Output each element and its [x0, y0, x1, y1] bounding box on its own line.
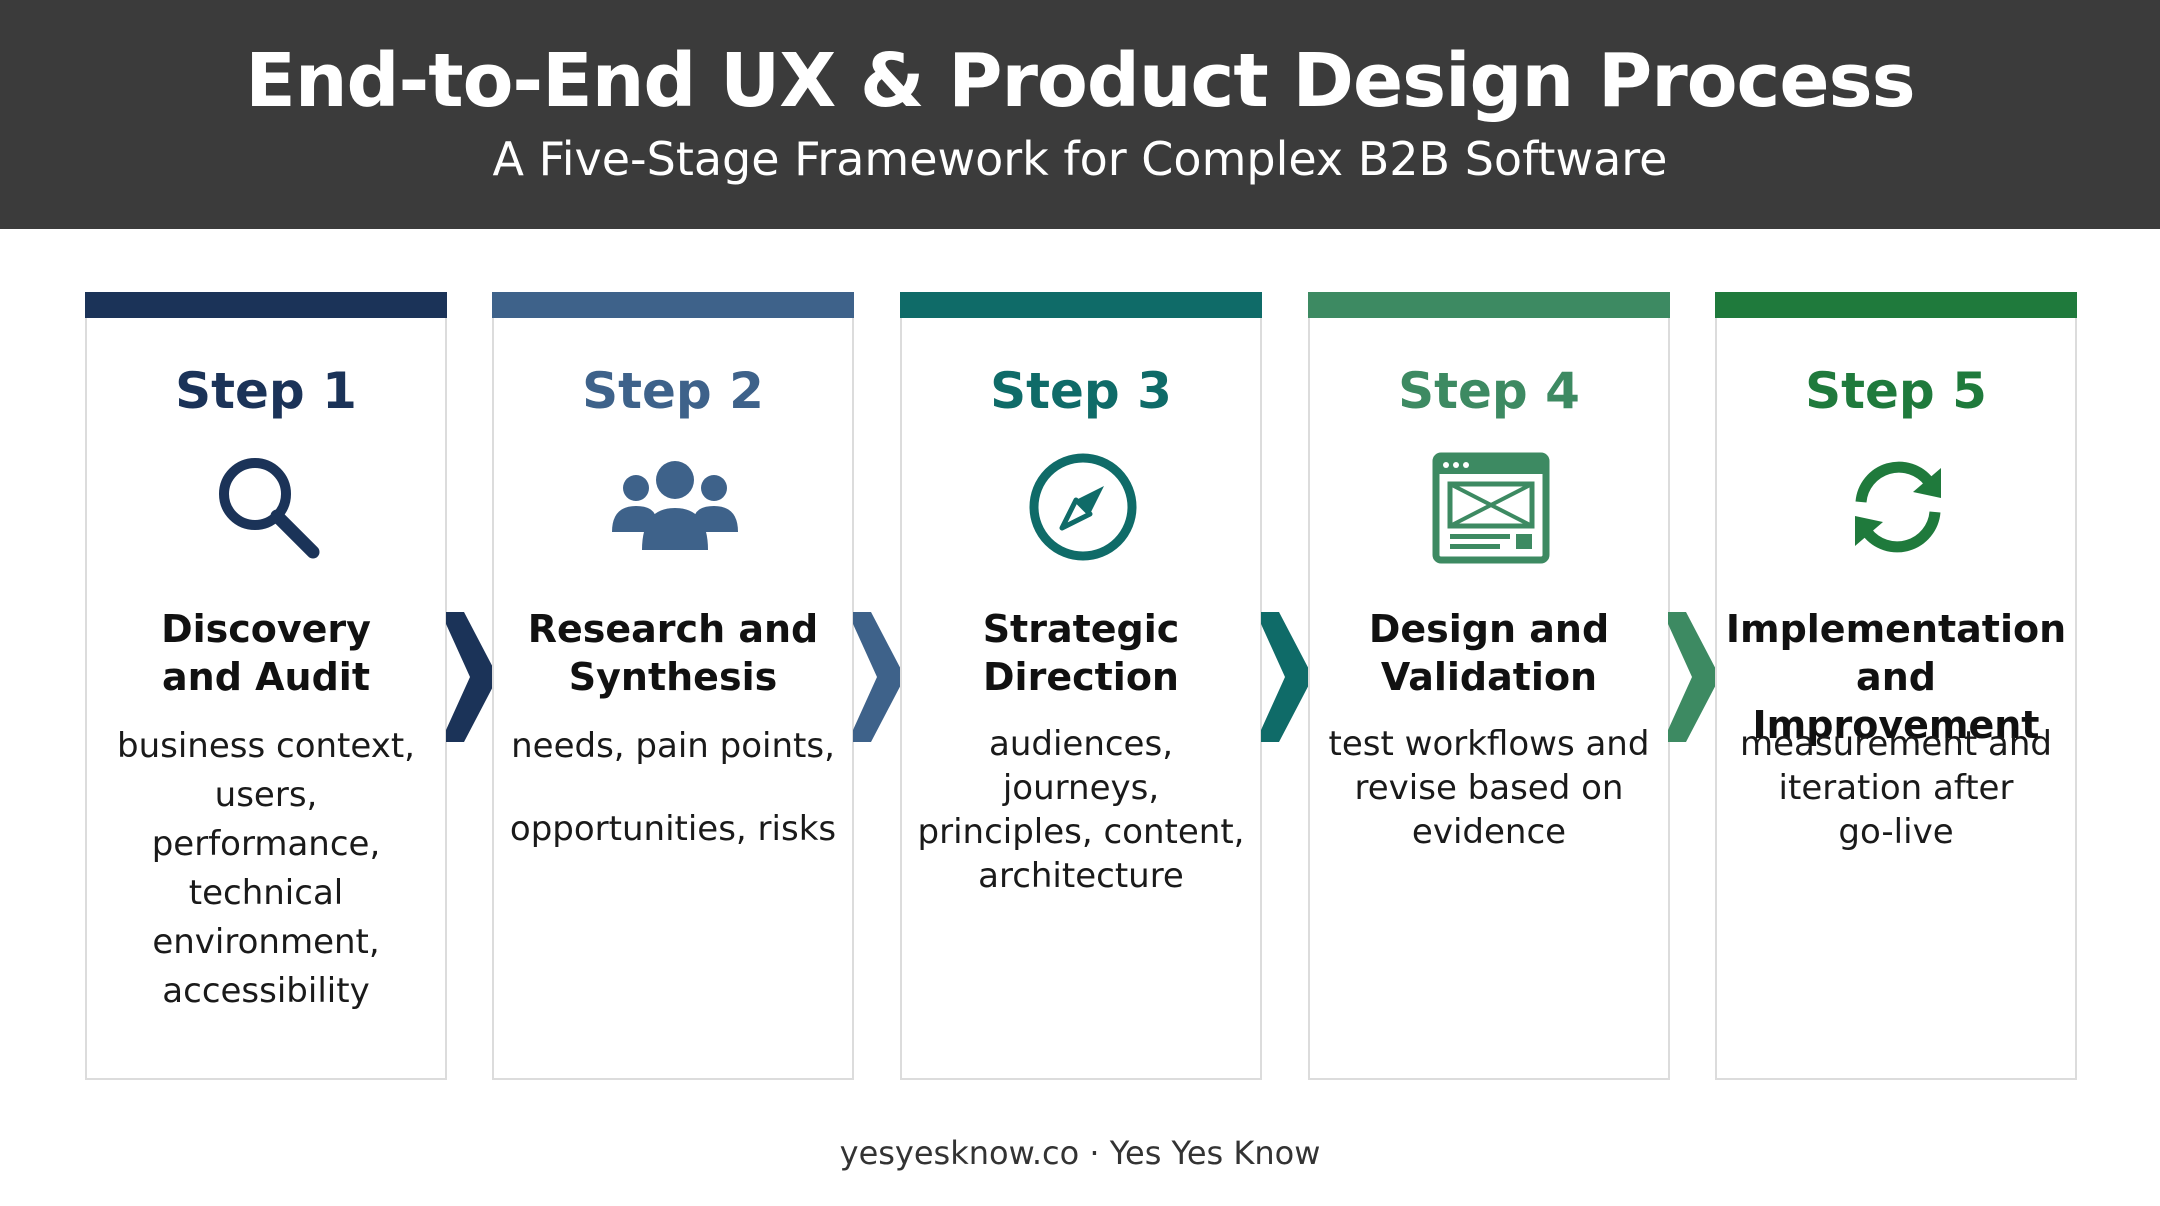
arrow-right-icon	[446, 612, 498, 742]
step-3-description: audiences, journeys, principles, content…	[917, 724, 1245, 896]
step-2-description: needs, pain points, opportunities, risks	[509, 726, 837, 849]
step-4-description: test workflows and revise based on evide…	[1328, 724, 1650, 852]
arrow-right-icon	[1261, 612, 1313, 742]
step-3-label: Step 3	[990, 362, 1172, 420]
step-card-3: Step 3 Strategic Direction audiences, jo…	[900, 292, 1262, 1080]
step-card-5: Step 5 Implementation and Improvement me…	[1715, 292, 2077, 1080]
step-5-label: Step 5	[1805, 362, 1987, 420]
step-card-4: Step 4 Design and Validation test workfl…	[1308, 292, 1670, 1080]
step-1-label: Step 1	[175, 362, 357, 420]
header-banner: End-to-End UX & Product Design Process A…	[0, 0, 2160, 229]
step-4-name: Design and Validation	[1368, 607, 1610, 699]
step-5-description: measurement and iteration after go-live	[1740, 724, 2052, 852]
page-title: End-to-End UX & Product Design Process	[245, 38, 1915, 124]
step-1-name: Discovery and Audit	[161, 607, 371, 699]
browser-window-icon	[1432, 452, 1550, 564]
arrow-right-icon	[853, 612, 905, 742]
step-2-color-bar	[492, 292, 854, 318]
step-2-name: Research and Synthesis	[527, 607, 819, 699]
step-4-color-bar	[1308, 292, 1670, 318]
page-subtitle: A Five-Stage Framework for Complex B2B S…	[492, 132, 1668, 186]
people-group-icon	[612, 452, 738, 562]
step-5-color-bar	[1715, 292, 2077, 318]
step-card-1: Step 1 Discovery and Audit business cont…	[85, 292, 447, 1080]
arrow-right-icon	[1668, 612, 1720, 742]
step-3-color-bar	[900, 292, 1262, 318]
step-4-label: Step 4	[1398, 362, 1580, 420]
step-2-label: Step 2	[582, 362, 764, 420]
step-card-2: Step 2 Research and Synthesis needs, pai…	[492, 292, 854, 1080]
magnifier-icon	[213, 452, 323, 562]
step-1-description: business context, users, performance, te…	[117, 726, 415, 1011]
step-1-color-bar	[85, 292, 447, 318]
step-5-name: Implementation and Improvement	[1725, 607, 2067, 747]
compass-icon	[1028, 452, 1138, 562]
step-3-name: Strategic Direction	[982, 607, 1180, 699]
refresh-cycle-icon	[1843, 452, 1953, 562]
footer-credit: yesyesknow.co · Yes Yes Know	[839, 1134, 1321, 1172]
